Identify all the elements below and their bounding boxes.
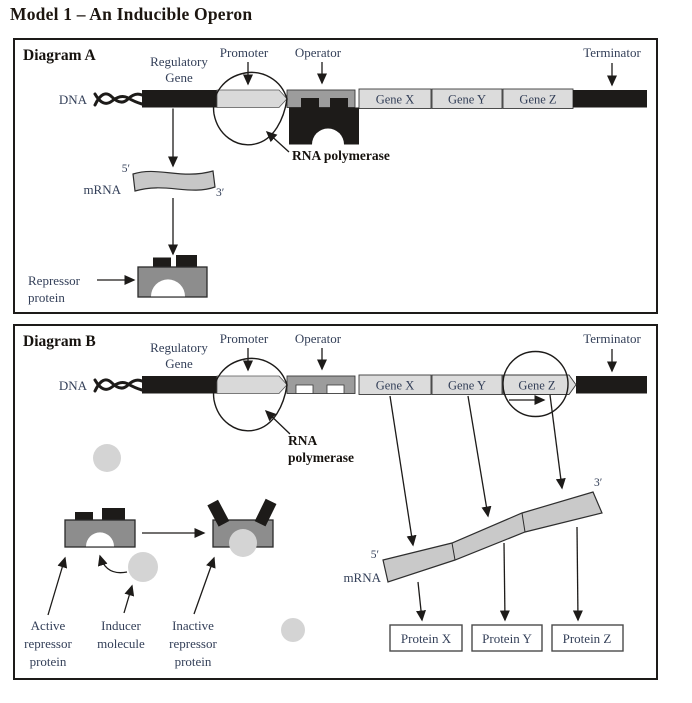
bound-repressor-tab [301,98,319,109]
protein-z-box [551,624,624,652]
three-prime-label: 3′ [594,477,602,489]
regulatory-gene-segment [142,376,217,394]
regulatory-gene-label-line1: Regulatory [150,54,208,69]
promoter-label: Promoter [220,45,269,60]
operator-empty-notch [326,384,345,394]
mrna-segment-divider [451,542,456,561]
promoter-label: Promoter [220,331,269,346]
gene-y-label: Gene Y [448,379,486,393]
gene-z-label: Gene Z [518,379,555,393]
dna-helix-squiggle [93,378,144,393]
protein-x-box [389,624,463,652]
mrna-band [132,170,216,192]
figure-title: Model 1 – An Inducible Operon [10,4,253,24]
rna-polymerase-pointer-arrow [264,409,291,435]
rna-polymerase-label-line2: polymerase [288,450,354,465]
dna-label: DNA [59,378,88,393]
repressor-tab [153,257,171,268]
diagram-b-border [13,324,658,680]
rna-polymerase-label: RNA polymerase [292,148,390,163]
repressor-protein-label-line2: protein [28,290,65,305]
mrna-label: mRNA [343,570,381,585]
five-prime-label: 5′ [371,549,379,561]
gene-z-transcription-arrow [549,394,566,490]
terminator-label: Terminator [583,331,641,346]
diagram-b-title: Diagram B [23,333,96,350]
inducer-binding-curved-arrow [97,554,128,574]
regulatory-gene-segment [142,90,217,108]
bound-repressor-notch [312,128,344,145]
operator-label: Operator [295,45,342,60]
diagram-a-border [13,38,658,314]
inducer-pointer-arrow [123,584,135,614]
regulatory-gene-label-line2: Gene [165,70,193,85]
promoter-segment [216,89,288,108]
protein-z-translation-arrow [572,526,583,622]
dna-helix-squiggle [93,378,144,392]
repressor-protein-label-line1: Repressor [28,273,81,288]
terminator-segment [576,376,647,394]
active-repressor-notch [86,532,114,547]
gene-y-label: Gene Y [448,93,486,107]
inducer-molecule [128,552,158,582]
inducer-molecule [93,444,121,472]
mrna-segment-divider [521,512,526,533]
rna-polymerase-pointer-arrow [265,130,290,153]
dna-helix-squiggle [93,92,144,107]
regulatory-gene-label-line2: Gene [165,356,193,371]
inactive-repressor-tab [254,498,277,527]
rna-polymerase-balloon [212,357,288,432]
gene-x-label: Gene X [376,93,415,107]
gene-y-segment [431,88,503,109]
diagram-a-panel: Diagram A Regulatory Gene Promoter Opera… [13,38,658,314]
inducer-molecule [281,618,305,642]
dna-helix-squiggle [93,92,144,106]
diagram-a-title: Diagram A [23,47,97,64]
diagram-b-panel: Diagram B Regulatory Gene Promoter Opera… [13,324,658,680]
gene-z-segment [502,374,577,395]
inducer-label-line1: Inducer [101,618,141,633]
inducer-label-line2: molecule [97,636,145,651]
active-repressor-label-line1: Active [31,618,66,633]
gene-z-label: Gene Z [519,93,556,107]
terminator-segment [573,90,647,108]
rna-polymerase-label-line1: RNA [288,433,317,448]
inactive-repressor-label-line1: Inactive [172,618,214,633]
mrna-label: mRNA [83,182,121,197]
gene-y-transcription-arrow [467,395,492,518]
regulatory-gene-label-line1: Regulatory [150,340,208,355]
active-repressor-label-line3: protein [30,654,67,669]
active-repressor-tab [75,512,93,521]
inactive-repressor-tab [207,499,230,527]
repressor-notch [151,279,185,297]
inactive-repressor-pointer-arrow [193,556,216,615]
operator-label: Operator [295,331,342,346]
protein-y-box [471,624,543,652]
protein-x-label: Protein X [401,631,452,646]
active-repressor-pointer-arrow [47,556,68,616]
inactive-repressor-label-line2: repressor [169,636,217,651]
rna-polymerase-balloon [212,71,288,146]
active-repressor-label-line2: repressor [24,636,72,651]
gene-x-segment [358,88,432,109]
protein-x-translation-arrow [416,581,426,622]
five-prime-label: 5′ [122,163,130,175]
bound-repressor-tab [330,98,348,109]
gene-x-transcription-arrow [389,395,417,547]
mrna-band [382,491,603,583]
bound-inducer-molecule [229,529,257,557]
terminator-label: Terminator [583,45,641,60]
gene-x-segment [358,374,432,395]
gene-x-label: Gene X [376,379,415,393]
dna-label: DNA [59,92,88,107]
promoter-segment [216,375,288,394]
protein-y-translation-arrow [499,542,510,622]
protein-z-label: Protein Z [563,631,612,646]
inactive-repressor-label-line3: protein [175,654,212,669]
rna-polymerase-moving-circle [502,350,569,418]
protein-y-label: Protein Y [482,631,532,646]
three-prime-label: 3′ [216,187,224,199]
operator-empty-notch [295,384,314,394]
gene-y-segment [431,374,503,395]
